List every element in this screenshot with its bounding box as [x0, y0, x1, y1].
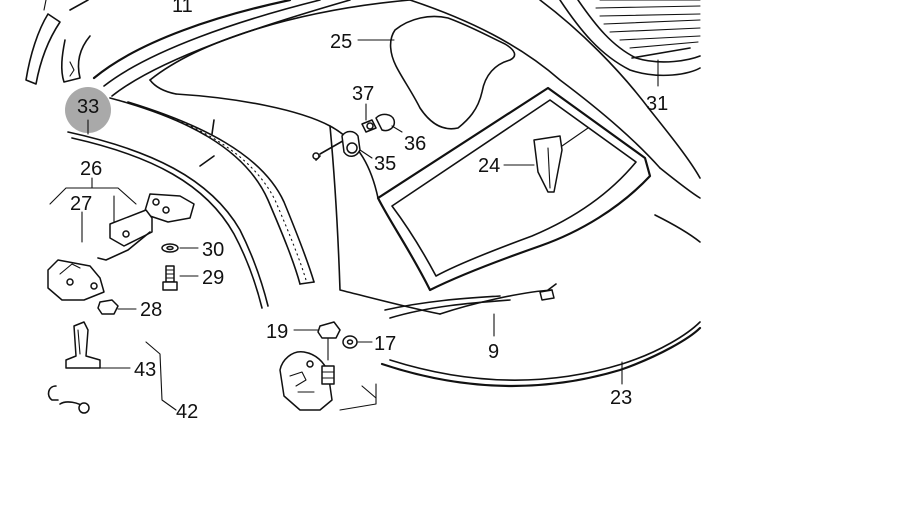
callout-23: 23 — [610, 387, 632, 409]
leader-lines — [87, 39, 659, 385]
callout-27: 27 — [70, 193, 92, 215]
callout-30: 30 — [202, 239, 224, 261]
callout-35: 35 — [374, 153, 396, 175]
callout-43: 43 — [134, 359, 156, 381]
callout-17: 17 — [374, 333, 396, 355]
part-24-marker — [533, 135, 563, 193]
callout-29: 29 — [202, 267, 224, 289]
callout-labels: 11 25 37 36 35 33 31 26 27 24 30 29 28 1… — [70, 0, 668, 423]
pin-and-clip — [47, 321, 177, 414]
hinge-assembly — [47, 177, 195, 315]
callout-11: 11 — [172, 0, 193, 17]
callout-25: 25 — [330, 31, 352, 53]
callout-9: 9 — [488, 341, 499, 363]
callout-33: 33 — [77, 96, 99, 118]
body-side — [380, 167, 702, 388]
seal-strip-upper-left — [25, 0, 91, 85]
mirror-mount — [319, 113, 396, 157]
callout-31: 31 — [646, 93, 668, 115]
callout-26: 26 — [80, 158, 102, 180]
callout-36: 36 — [404, 133, 426, 155]
callout-19: 19 — [266, 321, 288, 343]
callout-28: 28 — [140, 299, 162, 321]
callout-37: 37 — [352, 83, 374, 105]
callout-33-highlight — [65, 87, 111, 133]
headliner-patch — [389, 15, 516, 130]
callout-42: 42 — [176, 401, 198, 423]
latch-assembly — [279, 321, 377, 411]
roof-frame — [67, 0, 411, 309]
roof-panel — [175, 0, 701, 315]
callout-24: 24 — [478, 155, 500, 177]
rear-window — [559, 0, 701, 77]
